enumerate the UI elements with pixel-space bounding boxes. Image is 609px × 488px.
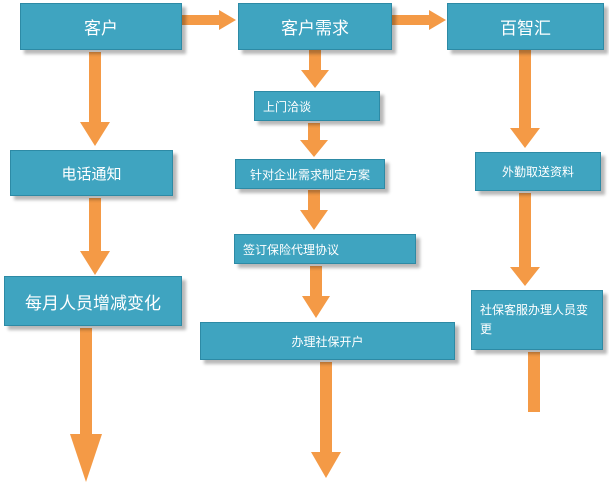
node-plan: 针对企业需求制定方案	[235, 159, 385, 189]
node-sign-agreement: 签订保险代理协议	[234, 234, 416, 264]
node-customer: 客户	[20, 3, 182, 50]
node-monthly-change: 每月人员增减变化	[4, 276, 182, 326]
node-plan-label: 针对企业需求制定方案	[249, 167, 370, 182]
arrow-down-plan-to-sign	[300, 190, 328, 230]
node-baizhihui-label: 百智汇	[500, 19, 551, 39]
arrow-down-negotiate-to-plan	[300, 123, 328, 157]
node-field-collect-label: 外勤取送资料	[501, 165, 574, 179]
arrow-down-sign-to-open	[302, 266, 330, 318]
node-negotiate: 上门洽谈	[254, 91, 380, 121]
node-social-change-label: 社保客服办理人员变更	[480, 302, 589, 336]
arrow-down-open-out	[311, 362, 341, 478]
node-open-account-label: 办理社保开户	[291, 334, 364, 349]
arrow-down-field-to-social	[510, 193, 540, 286]
arrow-down-customer-to-phone	[80, 52, 110, 146]
node-monthly-change-label: 每月人员增减变化	[25, 293, 161, 314]
arrow-right-customer-to-needs	[182, 10, 236, 30]
node-social-change: 社保客服办理人员变更	[471, 290, 603, 350]
arrow-down-monthly-out	[70, 328, 102, 482]
bar-down-social-out	[528, 352, 540, 412]
arrow-down-phone-to-monthly	[80, 198, 110, 275]
node-phone-notice: 电话通知	[10, 150, 173, 196]
arrow-down-needs-to-negotiate	[301, 50, 329, 88]
node-phone-notice-label: 电话通知	[61, 164, 122, 183]
node-customer-label: 客户	[84, 19, 118, 39]
arrow-down-baizhihui-to-field	[510, 50, 540, 148]
node-open-account: 办理社保开户	[200, 322, 455, 360]
node-negotiate-label: 上门洽谈	[263, 99, 312, 114]
arrow-right-needs-to-baizhihui	[392, 10, 446, 30]
node-customer-needs-label: 客户需求	[281, 19, 349, 39]
node-sign-agreement-label: 签订保险代理协议	[243, 242, 340, 257]
node-baizhihui: 百智汇	[447, 3, 604, 50]
node-customer-needs: 客户需求	[238, 3, 392, 50]
node-field-collect: 外勤取送资料	[475, 152, 601, 191]
